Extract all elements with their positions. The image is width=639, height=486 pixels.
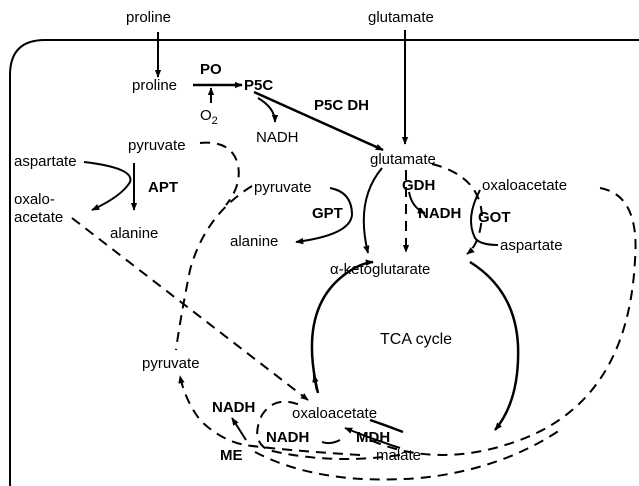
nadh-gdh-label: NADH [418, 205, 461, 222]
proline-external-label: proline [126, 9, 171, 26]
nadh-mdh-label: NADH [266, 429, 309, 446]
tca-malate-to-oxaloacetate [369, 418, 404, 434]
pyruvate-mid-label: pyruvate [254, 179, 312, 196]
gpt-glutamate-akg [362, 167, 383, 254]
oxaloacetate-right-label: oxaloacetate [482, 177, 567, 194]
gdh-enzyme-label: GDH [402, 177, 435, 194]
mdh-enzyme-label: MDH [356, 429, 390, 446]
akg-label: α-ketoglutarate [330, 261, 430, 278]
nadh-mdh-curve [321, 439, 341, 445]
nadh-me-label: NADH [212, 399, 255, 416]
malate-label: malate [376, 447, 421, 464]
aspartate-right-label: aspartate [500, 237, 563, 254]
proline-label: proline [132, 77, 177, 94]
malate-bottom-dashed [254, 429, 561, 481]
oxaloacetate-cycle-label: oxaloacetate [292, 405, 377, 422]
tca-akg-to-malate [469, 260, 520, 431]
nadh-p5c-label: NADH [256, 129, 299, 146]
oxaloacetate-right-dashed [369, 187, 637, 456]
pyruvate-top-label: pyruvate [128, 137, 186, 154]
po-enzyme-label: PO [200, 61, 222, 78]
me-pyruvate-dashed [178, 375, 361, 456]
apt-enzyme-label: APT [148, 179, 178, 196]
glutamate-label: glutamate [370, 151, 436, 168]
oxaloacetate-left-line1: oxalo- [14, 191, 55, 208]
apt-aspartate-curve [83, 161, 132, 211]
got-enzyme-label: GOT [478, 209, 511, 226]
got-glutamate-dashed [431, 163, 484, 255]
o2-label: O2 [200, 107, 218, 127]
oxaloacetate-left-line2: acetate [14, 209, 63, 226]
aspartate-left-label: aspartate [14, 153, 77, 170]
pyruvate-mid-dashed [175, 185, 253, 351]
nadh-p5c-arrow [257, 97, 279, 123]
gpt-enzyme-label: GPT [312, 205, 343, 222]
glutamate-external-label: glutamate [368, 9, 434, 26]
alanine-mid-label: alanine [230, 233, 278, 250]
me-enzyme-label: ME [220, 447, 243, 464]
nadh-gdh-arrow [408, 191, 426, 214]
me-malate-dashed [256, 400, 401, 460]
mdh-arrow [344, 427, 401, 449]
tca-cycle-label: TCA cycle [380, 331, 452, 348]
p5cdh-arrow [253, 90, 384, 152]
pyruvate-top-dashed [199, 141, 240, 206]
tca-oxaloacetate-to-akg [310, 259, 374, 394]
tca-start-arrow [312, 374, 319, 391]
gpt-pyruvate-curve [295, 187, 354, 245]
p5c-label: P5C [244, 77, 273, 94]
got-oxaloacetate-curve [470, 189, 499, 246]
alanine-left-label: alanine [110, 225, 158, 242]
mitochondrion-membrane [9, 39, 639, 486]
pyruvate-low-label: pyruvate [142, 355, 200, 372]
nadh-me-arrow [231, 417, 247, 441]
p5cdh-enzyme-label: P5C DH [314, 97, 369, 114]
